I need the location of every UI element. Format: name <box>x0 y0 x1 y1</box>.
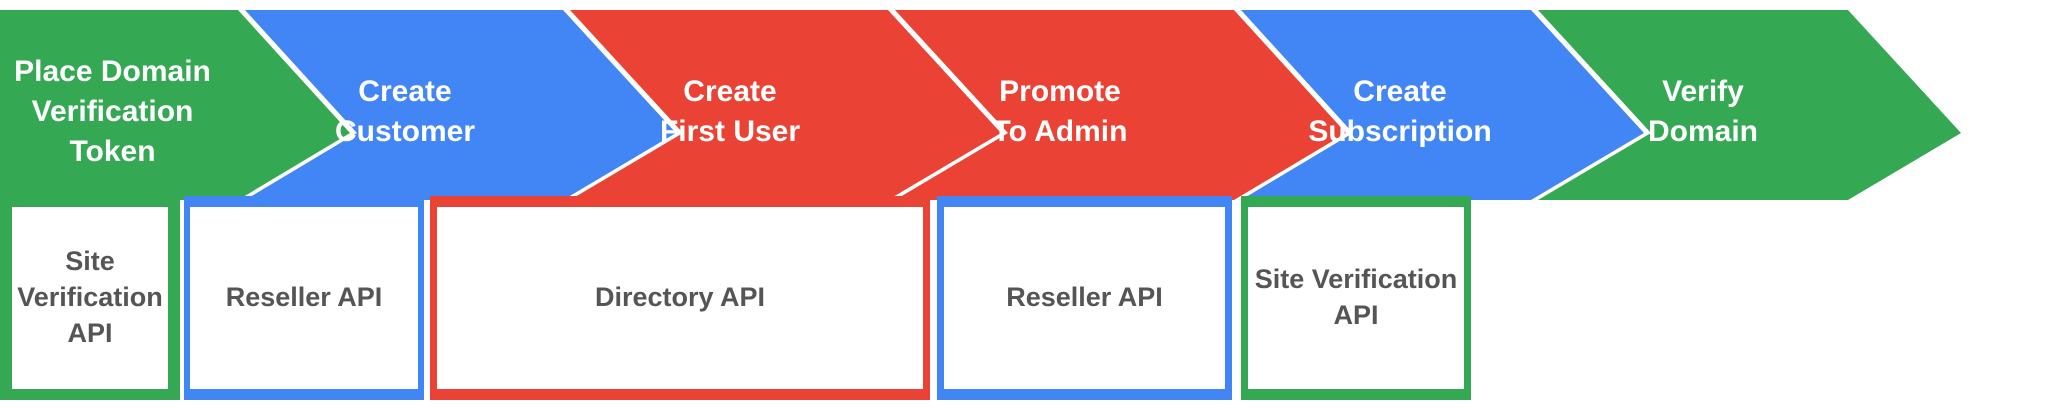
api-box-site-verification-api-2[interactable] <box>1248 207 1464 389</box>
chevron-create-first-user[interactable] <box>570 10 1001 200</box>
chevron-verify-domain[interactable] <box>1538 10 1961 200</box>
chevron-create-subscription[interactable] <box>1241 10 1644 200</box>
api-label-site-verification-api-1: Site Verification API <box>17 246 163 348</box>
api-label-site-verification-api-2: Site Verification API <box>1254 264 1458 330</box>
api-box-reseller-api-2[interactable] <box>944 207 1225 389</box>
api-box-site-verification-api-1[interactable] <box>12 207 168 389</box>
chevron-place-domain-verification-token[interactable] <box>0 10 350 200</box>
api-box-reseller-api-1[interactable] <box>190 207 418 389</box>
api-label-directory-api: Directory API <box>594 282 766 313</box>
chevron-create-customer[interactable] <box>245 10 676 200</box>
api-label-reseller-api-2: Reseller API <box>1006 282 1163 313</box>
api-box-directory-api[interactable] <box>437 207 923 389</box>
chevron-promote-to-admin[interactable] <box>895 10 1346 200</box>
api-label-reseller-api-1: Reseller API <box>225 282 383 313</box>
